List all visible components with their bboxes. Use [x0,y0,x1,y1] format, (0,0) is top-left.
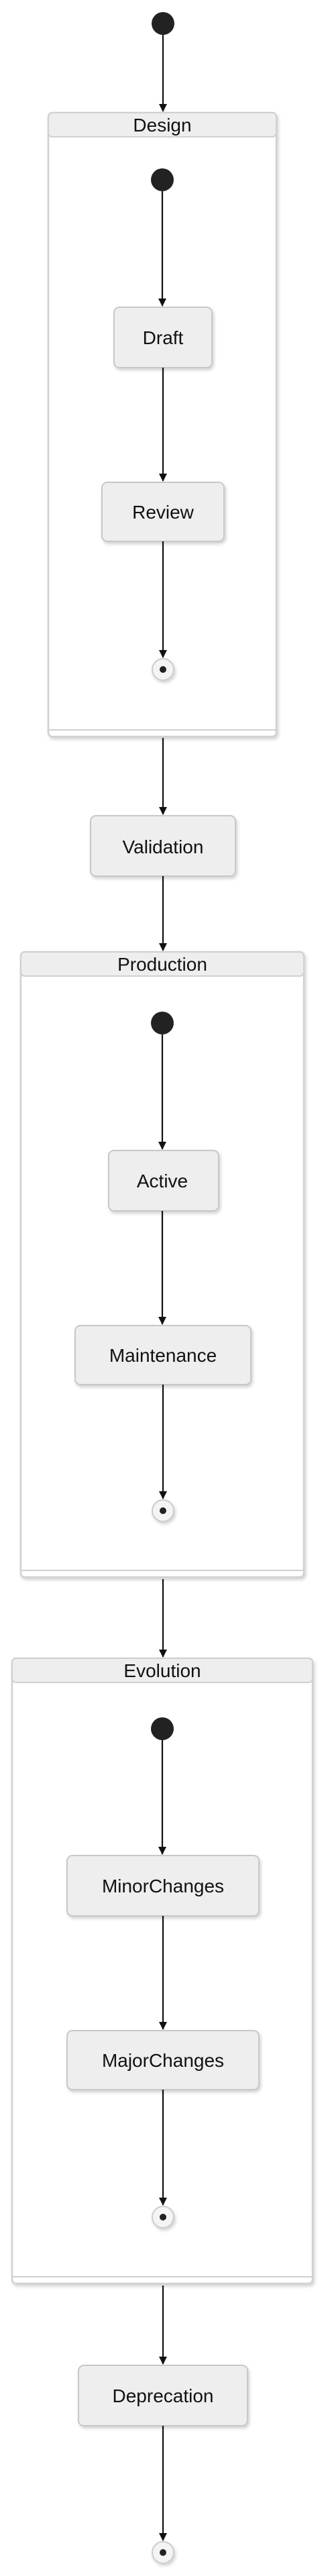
state-validation-label: Validation [123,837,204,857]
state-minorchanges[interactable]: MinorChanges [66,1855,260,1917]
state-validation[interactable]: Validation [90,815,236,877]
state-draft[interactable]: Draft [113,307,213,368]
state-maintenance[interactable]: Maintenance [74,1325,252,1385]
state-maintenance-label: Maintenance [109,1345,217,1366]
state-active[interactable]: Active [108,1150,219,1212]
state-review[interactable]: Review [101,482,225,542]
state-draft-label: Draft [143,327,184,348]
state-deprecation-label: Deprecation [113,2385,214,2406]
final-pseudostate [152,2541,174,2564]
state-majorchanges[interactable]: MajorChanges [66,2030,260,2090]
initial-pseudostate [152,12,174,35]
composite-production-title: Production [117,954,207,975]
state-majorchanges-label: MajorChanges [102,2050,224,2071]
state-deprecation[interactable]: Deprecation [78,2365,248,2426]
evolution-final-pseudostate [152,2206,174,2229]
state-active-label: Active [137,1171,188,1191]
composite-evolution-title: Evolution [123,1660,201,1681]
evolution-initial-pseudostate [151,1717,174,1740]
design-final-pseudostate [152,658,174,681]
production-final-pseudostate [152,1499,174,1522]
design-initial-pseudostate [151,168,174,191]
production-initial-pseudostate [151,1012,174,1034]
composite-design-title: Design [133,115,191,136]
state-minorchanges-label: MinorChanges [102,1876,224,1896]
state-review-label: Review [132,502,195,523]
